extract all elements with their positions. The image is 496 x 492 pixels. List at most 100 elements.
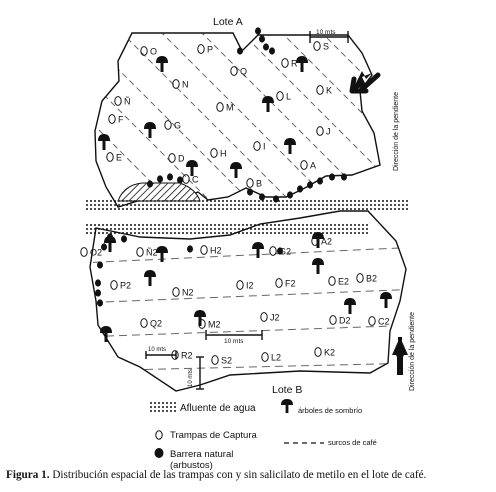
trap-a-n: N bbox=[172, 79, 189, 90]
trap-b-p2: P2 bbox=[110, 280, 131, 291]
trap-b-n2: N2 bbox=[172, 287, 194, 298]
shade-tree-icon bbox=[156, 56, 168, 72]
trap-label: I bbox=[263, 142, 266, 152]
trap-label: A bbox=[310, 161, 316, 171]
legend-trap-icon bbox=[155, 430, 163, 440]
slope-label-b: Dirección de la pendiente bbox=[409, 312, 416, 391]
trap-label: G2 bbox=[279, 247, 291, 257]
trap-ellipse-icon bbox=[328, 276, 336, 286]
trap-ellipse-icon bbox=[136, 247, 144, 257]
trap-a-i: I bbox=[253, 141, 266, 152]
trap-label: R2 bbox=[181, 351, 193, 361]
trap-label: Q bbox=[240, 67, 247, 77]
trap-ellipse-icon bbox=[276, 91, 284, 101]
trap-label: M bbox=[226, 103, 234, 113]
trap-ellipse-icon bbox=[210, 148, 218, 158]
trap-label: J bbox=[326, 127, 331, 137]
trap-b-h2: H2 bbox=[200, 245, 222, 256]
shade-tree-icon bbox=[144, 122, 156, 138]
trap-b-q2: Q2 bbox=[140, 318, 162, 329]
trap-b-j2: J2 bbox=[260, 312, 280, 323]
trap-ellipse-icon bbox=[106, 152, 114, 162]
trap-b-f2: F2 bbox=[275, 278, 296, 289]
trap-label: F2 bbox=[285, 279, 296, 289]
trap-label: H bbox=[220, 149, 227, 159]
legend-tree-label: árboles de sombrío bbox=[298, 406, 362, 415]
trap-ellipse-icon bbox=[182, 174, 190, 184]
lot-a-boundary bbox=[94, 32, 381, 208]
trap-a-a: A bbox=[300, 160, 316, 171]
scale-label-a: 10 mts bbox=[316, 29, 336, 36]
shade-trees bbox=[98, 56, 392, 342]
shade-tree-icon bbox=[312, 258, 324, 274]
shade-tree-icon bbox=[230, 162, 242, 178]
trap-a-o: O bbox=[140, 46, 157, 57]
trap-b-m2: M2 bbox=[198, 319, 221, 330]
trap-ellipse-icon bbox=[356, 273, 364, 283]
trap-ellipse-icon bbox=[329, 315, 337, 325]
trap-label: E2 bbox=[338, 277, 349, 287]
trap-label: S2 bbox=[221, 356, 232, 366]
lot-b-label: Lote B bbox=[272, 384, 302, 396]
trap-b-k2: K2 bbox=[314, 347, 335, 358]
scale-bar-a bbox=[309, 31, 349, 43]
trap-b-l2: L2 bbox=[261, 352, 281, 363]
shade-tree-icon bbox=[252, 242, 264, 258]
trap-label: B bbox=[256, 179, 262, 189]
trap-ellipse-icon bbox=[168, 153, 176, 163]
slope-arrow-b bbox=[392, 337, 408, 375]
trap-ellipse-icon bbox=[236, 280, 244, 290]
trap-label: C bbox=[192, 175, 199, 185]
trap-a-b: B bbox=[246, 178, 262, 189]
trap-a-q: Q bbox=[230, 66, 247, 77]
trap-b-c2: C2 bbox=[368, 316, 390, 327]
trap-label: N bbox=[182, 80, 189, 90]
trap-a-j: J bbox=[316, 126, 331, 137]
trap-ellipse-icon bbox=[281, 58, 289, 68]
scale-bar-b bbox=[205, 330, 263, 340]
trap-a-d: D bbox=[168, 153, 185, 164]
shade-tree-icon bbox=[100, 326, 112, 342]
trap-a-k: K bbox=[316, 85, 332, 96]
legend-stream-symbol bbox=[150, 402, 176, 412]
shade-tree-icon bbox=[186, 160, 198, 176]
trap-a-p: P bbox=[197, 44, 213, 55]
trap-ellipse-icon bbox=[114, 96, 122, 106]
trap-ellipse-icon bbox=[172, 79, 180, 89]
caption-label: Figura 1. bbox=[6, 469, 50, 481]
trap-ellipse-icon bbox=[216, 102, 224, 112]
lot-a bbox=[94, 32, 381, 208]
trap-ellipse-icon bbox=[314, 347, 322, 357]
trap-ellipse-icon bbox=[311, 236, 319, 246]
trap-ellipse-icon bbox=[316, 126, 324, 136]
shade-tree-icon bbox=[98, 134, 110, 150]
trap-ellipse-icon bbox=[140, 46, 148, 56]
shade-tree-icon bbox=[194, 310, 206, 326]
trap-label: P2 bbox=[120, 281, 131, 291]
slope-arrow-a bbox=[349, 69, 381, 94]
trap-a-c: C bbox=[182, 174, 199, 185]
trap-ellipse-icon bbox=[110, 280, 118, 290]
trap-ellipse-icon bbox=[313, 41, 321, 51]
shade-tree-icon bbox=[344, 298, 356, 314]
slope-label-a: Dirección de la pendiente bbox=[393, 92, 400, 171]
legend-tree-icon bbox=[281, 399, 293, 413]
trap-a-h: H bbox=[210, 148, 227, 159]
lot-b bbox=[89, 210, 407, 392]
trap-a-l: L bbox=[276, 91, 291, 102]
trap-b-ñ2: Ñ2 bbox=[136, 247, 158, 258]
legend-trap-label: Trampas de Captura bbox=[170, 430, 257, 441]
trap-ellipse-icon bbox=[211, 355, 219, 365]
trap-label: N2 bbox=[182, 288, 194, 298]
shade-tree-icon bbox=[284, 138, 296, 154]
trap-label: G bbox=[174, 121, 181, 131]
trap-b-a2: A2 bbox=[311, 236, 332, 247]
legend-barrier-icon bbox=[154, 448, 164, 458]
trap-ellipse-icon bbox=[200, 245, 208, 255]
trap-label: E bbox=[116, 153, 122, 163]
shade-tree-icon bbox=[156, 246, 168, 262]
trap-b-s2: S2 bbox=[211, 355, 232, 366]
trap-label: A2 bbox=[321, 237, 332, 247]
